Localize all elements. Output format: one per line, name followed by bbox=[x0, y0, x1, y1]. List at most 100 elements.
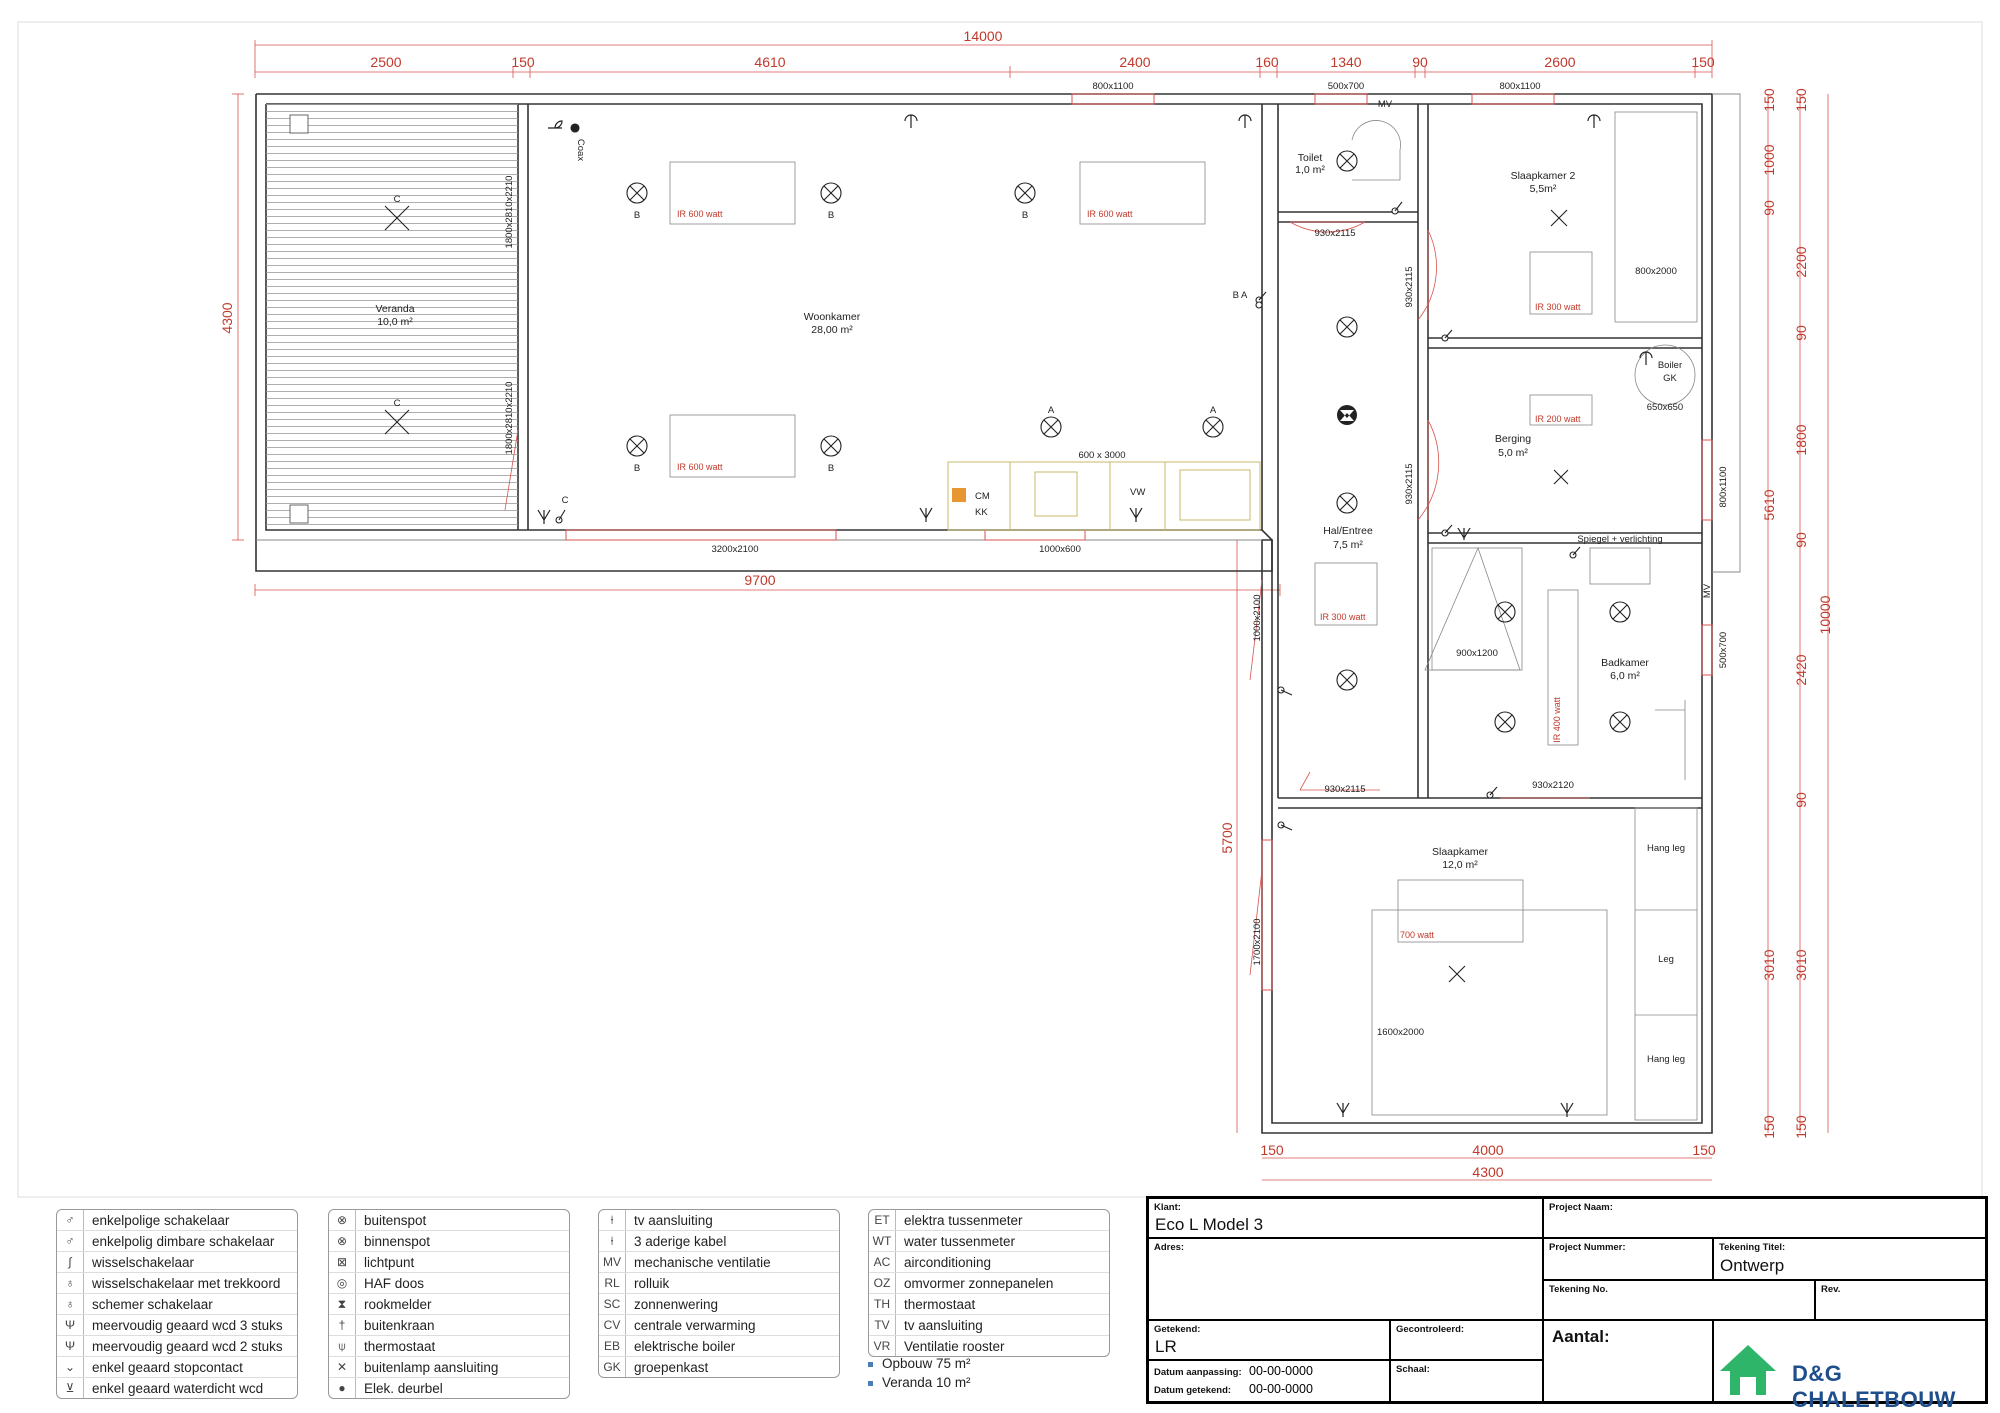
logo-text: D&G CHALETBOUW bbox=[1792, 1361, 1956, 1412]
indoor-spot-icon: ⊗ bbox=[329, 1231, 356, 1251]
heater-label: IR 300 watt bbox=[1535, 302, 1581, 312]
dim-top-seg: 150 bbox=[511, 54, 535, 70]
window-label: 1800x2810x2210 bbox=[504, 382, 515, 455]
window-label: 500x700 bbox=[1718, 632, 1729, 668]
twilight-switch-icon: ♁ bbox=[57, 1294, 84, 1314]
kitchen-vw-label: VW bbox=[1130, 487, 1145, 498]
house-logo-icon bbox=[1720, 1345, 1776, 1395]
socket-icon: ⌄ bbox=[57, 1357, 84, 1377]
dim-top-seg: 2600 bbox=[1544, 54, 1575, 70]
dim-right-outer: 5610 bbox=[1761, 489, 1777, 520]
outdoor-lamp-icon: ✕ bbox=[329, 1357, 356, 1377]
legend-item: ⌄enkel geaard stopcontact bbox=[57, 1356, 297, 1377]
window-label: 1800x2810x2210 bbox=[504, 176, 515, 249]
legend-item: ⊗binnenspot bbox=[329, 1230, 569, 1251]
legend-item: ♂enkelpolig dimbare schakelaar bbox=[57, 1230, 297, 1251]
dim-right-inner: 2420 bbox=[1793, 654, 1809, 685]
tag-c: C bbox=[394, 398, 401, 409]
dim-top-seg: 160 bbox=[1255, 54, 1279, 70]
dim-right-inner: 90 bbox=[1793, 792, 1809, 808]
tekening-no-cell: Tekening No. bbox=[1543, 1280, 1815, 1320]
code-rl: RL bbox=[599, 1273, 626, 1293]
dim-bottom-seg: 150 bbox=[1692, 1142, 1716, 1158]
dim-bottom-seg: 4000 bbox=[1472, 1142, 1503, 1158]
legend-item: ✕buitenlamp aansluiting bbox=[329, 1356, 569, 1377]
room-area: 6,0 m² bbox=[1610, 670, 1640, 682]
shower-label: 900x1200 bbox=[1456, 648, 1498, 659]
room-area: 12,0 m² bbox=[1442, 859, 1478, 871]
room-name: Slaapkamer 2 bbox=[1511, 170, 1576, 182]
coax-label: Coax bbox=[575, 139, 586, 161]
legend-item: ∫wisselschakelaar bbox=[57, 1251, 297, 1272]
kitchen-kk-label: KK bbox=[975, 507, 988, 518]
room-name: Woonkamer bbox=[804, 311, 861, 323]
dim-top-seg: 150 bbox=[1691, 54, 1715, 70]
dim-right-inner: 90 bbox=[1793, 325, 1809, 341]
room-name: Hal/Entree bbox=[1323, 525, 1373, 537]
legend-item: ⍿3 aderige kabel bbox=[599, 1230, 839, 1251]
kitchen bbox=[947, 461, 1261, 531]
waterproof-socket-icon: ⊻ bbox=[57, 1378, 84, 1398]
window-label: 1000x600 bbox=[1039, 544, 1081, 555]
socket-triple-icon: Ψ bbox=[57, 1315, 84, 1335]
code-et: ET bbox=[869, 1210, 896, 1230]
dim-right-outer: 10000 bbox=[1817, 595, 1833, 634]
code-vr: VR bbox=[869, 1336, 896, 1356]
heater-label: IR 600 watt bbox=[677, 209, 723, 219]
right-dimensions: 150 5610 10000 3010 150 150 1000 90 2200… bbox=[1761, 88, 1833, 1139]
mv-label: MV bbox=[1378, 99, 1393, 110]
tv-outlet-icon: ⍿ bbox=[599, 1210, 626, 1230]
heater-label: 700 watt bbox=[1400, 930, 1435, 940]
dim-right-inner: 2200 bbox=[1793, 246, 1809, 277]
room-labels: Veranda 10,0 m² Woonkamer 28,00 m² Toile… bbox=[375, 152, 1649, 871]
dim-bottom-seg: 150 bbox=[1260, 1142, 1284, 1158]
furniture bbox=[669, 111, 1698, 1121]
legend-item: ⍦thermostaat bbox=[329, 1335, 569, 1356]
room-area: 5,5m² bbox=[1530, 183, 1557, 195]
doors bbox=[504, 221, 1590, 976]
legend-item: ⍿tv aansluiting bbox=[599, 1210, 839, 1230]
aantal-cell: Aantal: bbox=[1543, 1320, 1713, 1402]
code-mv: MV bbox=[599, 1252, 626, 1272]
adres-cell: Adres: bbox=[1148, 1238, 1543, 1320]
heater-label: IR 300 watt bbox=[1320, 612, 1366, 622]
klant-value: Eco L Model 3 bbox=[1155, 1215, 1264, 1234]
code-cv: CV bbox=[599, 1315, 626, 1335]
datum-cell: Datum aanpassing: 00-00-0000 Datum getek… bbox=[1148, 1360, 1390, 1402]
kitchen-cm-label: CM bbox=[975, 491, 990, 502]
veranda-post bbox=[289, 504, 309, 524]
wardrobe-label: Hang leg bbox=[1647, 1054, 1685, 1065]
dim-right-outer: 3010 bbox=[1761, 949, 1777, 980]
opening-labels: 800x1100 500x700 800x1100 MV 930x2115 93… bbox=[504, 81, 1729, 966]
dim-top-seg: 4610 bbox=[754, 54, 785, 70]
tag-b: B bbox=[828, 463, 834, 474]
bottom-left-dimension: 9700 bbox=[254, 572, 1281, 596]
room-name: Toilet bbox=[1298, 152, 1323, 164]
dim-top-total: 14000 bbox=[964, 28, 1003, 44]
dim-right-outer: 150 bbox=[1761, 88, 1777, 112]
datum-aanpassing-value: 00-00-0000 bbox=[1249, 1364, 1313, 1378]
room-name: Slaapkamer bbox=[1432, 846, 1489, 858]
window-label: 1700x2100 bbox=[1252, 918, 1263, 965]
window-label: 800x1100 bbox=[1092, 81, 1133, 92]
legend-lights: ⊗buitenspot ⊗binnenspot ⊠lichtpunt ◎HAF … bbox=[328, 1209, 570, 1399]
wardrobe-label: Hang leg bbox=[1647, 843, 1685, 854]
room-area: 1,0 m² bbox=[1295, 164, 1325, 176]
code-wt: WT bbox=[869, 1231, 896, 1251]
tag-ba: B A bbox=[1233, 290, 1248, 301]
legend-item: ⊻enkel geaard waterdicht wcd bbox=[57, 1377, 297, 1398]
dim-right-inner: 3010 bbox=[1793, 949, 1809, 980]
room-area: 5,0 m² bbox=[1498, 447, 1528, 459]
getekend-value: LR bbox=[1155, 1337, 1177, 1356]
switch-icon: ♂ bbox=[57, 1210, 84, 1230]
mirror-label: Spiegel + verlichting bbox=[1577, 534, 1662, 545]
sheet-frame bbox=[17, 21, 1983, 1198]
room-name: Berging bbox=[1495, 433, 1531, 445]
tag-a: A bbox=[1210, 405, 1217, 416]
area-note: Veranda 10 m² bbox=[868, 1375, 971, 1390]
mv-label: MV bbox=[1702, 583, 1713, 598]
